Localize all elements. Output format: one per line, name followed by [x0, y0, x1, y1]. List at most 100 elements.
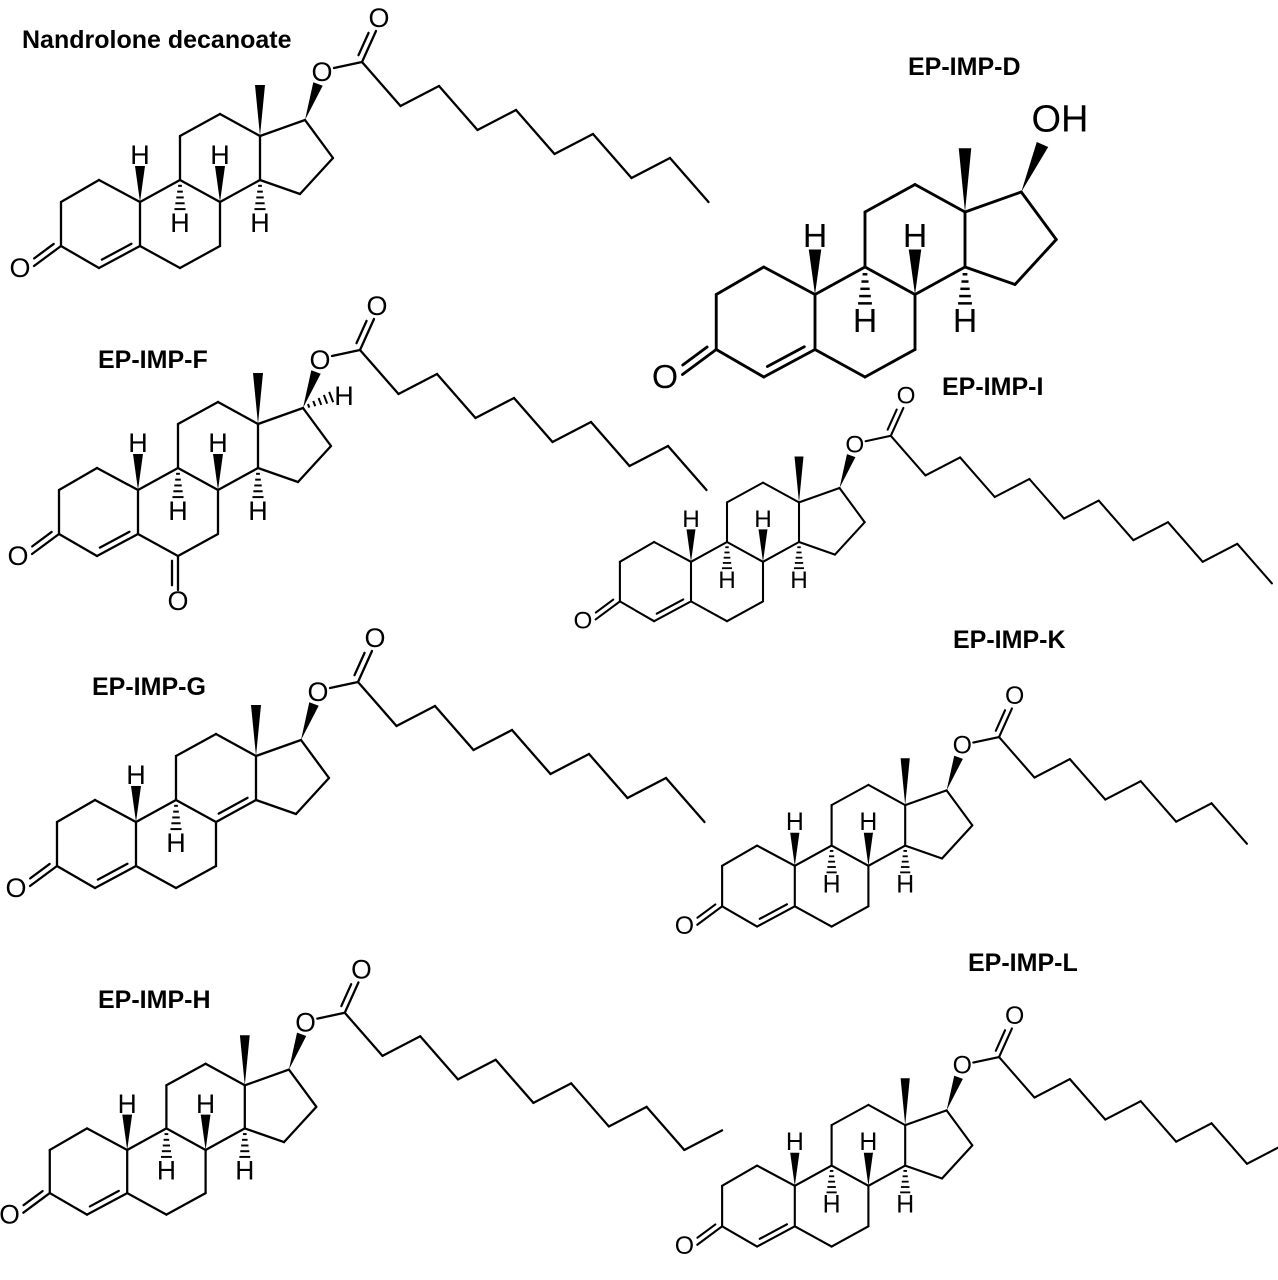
- bond-c16-c17: [299, 738, 331, 780]
- h9-atom: H: [823, 872, 841, 899]
- chain-bond-6: [549, 752, 591, 776]
- chain-bond-8: [1132, 521, 1170, 542]
- h10-wedge: [131, 786, 141, 822]
- chain-bond-5: [494, 1058, 535, 1105]
- bond-c16-c17: [945, 789, 974, 827]
- o17-wedge: [288, 1032, 307, 1070]
- h9-hash: [174, 184, 186, 211]
- o17-wedge: [946, 1075, 963, 1111]
- double-bond-c4-c5: [653, 600, 693, 623]
- h14-hash: [254, 184, 266, 211]
- chain-bond-1: [360, 60, 402, 108]
- h9-hash: [722, 546, 732, 570]
- chain-bond-5: [512, 396, 554, 444]
- carbonyl-c3: [28, 864, 59, 888]
- methyl-wedge: [253, 373, 263, 424]
- methyl-wedge: [900, 1078, 910, 1126]
- h14-hash: [900, 1170, 911, 1194]
- chain-bond-5: [1139, 780, 1178, 823]
- bond-c1-c2: [618, 540, 656, 563]
- double-bond-c4-c5: [97, 244, 142, 270]
- carbonyl-c3-inner: [696, 1223, 717, 1239]
- bond-c1-c2: [48, 1127, 89, 1152]
- double-bond-c4-c5-inner: [96, 862, 129, 881]
- h14-atom: H: [250, 208, 270, 238]
- bond-c14-c15: [258, 178, 302, 196]
- bond-c10-c1: [653, 540, 693, 563]
- bond-c12-c13: [216, 400, 260, 426]
- chain-bond-4: [993, 477, 1031, 499]
- carbonyl-c3-inner: [31, 530, 53, 548]
- h8-wedge: [908, 249, 922, 295]
- bond-c12-c13: [867, 1103, 907, 1127]
- ester-carbonyl: [889, 406, 905, 437]
- chain-bond-3: [959, 456, 996, 499]
- chain-bond-11: [1236, 542, 1273, 585]
- bond-c6-c7: [165, 1191, 207, 1216]
- bond-c6-c7: [178, 244, 222, 270]
- o3-atom: O: [574, 608, 593, 635]
- ester-oxygen-atom: O: [295, 1008, 316, 1038]
- h9-atom: H: [168, 496, 188, 526]
- carbonyl-c3: [32, 244, 63, 268]
- ester-oxygen-atom: O: [953, 1053, 972, 1080]
- h9-hash: [160, 1133, 172, 1158]
- o3-atom: O: [7, 541, 28, 571]
- bond-c10-c1: [93, 798, 138, 824]
- chain-bond-3: [1068, 1078, 1107, 1121]
- bond-c10-c1: [756, 1164, 796, 1187]
- chain-bond-5: [510, 728, 552, 776]
- bond-c5-c6: [813, 348, 867, 379]
- bond-o-cc: [330, 348, 362, 358]
- bond-c10-c1: [85, 1127, 129, 1152]
- carbonyl-oxygen-atom: O: [351, 955, 372, 985]
- methyl-wedge: [958, 148, 972, 212]
- bond-c8-c9: [830, 1164, 870, 1187]
- h9-hash: [858, 273, 872, 305]
- carbonyl-oxygen-atom: O: [364, 623, 385, 653]
- bond-c14-c15: [963, 265, 1017, 286]
- bond-c12-c13: [913, 183, 967, 214]
- o17-wedge: [839, 454, 856, 488]
- bond-c17-c13: [963, 190, 1023, 214]
- bond-c3-c4: [55, 864, 97, 890]
- chain-bond-3: [433, 704, 475, 752]
- methyl-wedge: [239, 1035, 250, 1086]
- h10-atom: H: [786, 1129, 804, 1156]
- chain-bond-7: [1210, 1122, 1249, 1165]
- h14-atom: H: [896, 872, 914, 899]
- bond-c11-c12: [830, 783, 870, 807]
- chain-bond-4: [456, 1058, 497, 1081]
- chain-bond-6: [532, 1082, 573, 1105]
- h14-hash: [794, 546, 804, 570]
- bond-o-cc: [328, 680, 360, 690]
- bond-c17-c13: [258, 118, 307, 138]
- label-ep-imp-g: EP-IMP-G: [92, 673, 206, 701]
- methyl-wedge: [794, 456, 804, 503]
- double-bond-c4-c5-inner: [655, 598, 685, 615]
- bond-c14-c15: [797, 540, 837, 556]
- chain-bond-9: [668, 156, 710, 204]
- bond-c3-c4: [48, 1191, 89, 1216]
- chain-bond-3: [1068, 758, 1107, 801]
- bond-c11-c12: [176, 400, 220, 426]
- bond-c8-c9: [176, 466, 220, 492]
- chain-bond-2: [1033, 1078, 1071, 1099]
- h10-wedge: [790, 832, 800, 866]
- chain-bond-8: [630, 156, 672, 180]
- bond-c1-c2: [55, 798, 97, 824]
- chain-bond-4: [1104, 780, 1142, 801]
- bond-c16-c17: [838, 486, 866, 524]
- label-ep-imp-d: EP-IMP-D: [908, 53, 1021, 81]
- h8-atom: H: [208, 428, 228, 458]
- h9-hash: [826, 850, 837, 874]
- carbonyl-oxygen-atom: O: [368, 3, 389, 33]
- h8-atom: H: [754, 506, 772, 533]
- h8-wedge: [213, 454, 223, 490]
- bond-c8-c9: [165, 1127, 207, 1152]
- bond-c11-c12: [725, 481, 765, 504]
- h10-wedge: [790, 1152, 800, 1186]
- hash-stroke: [322, 394, 329, 404]
- chain-bond-7: [1097, 499, 1135, 542]
